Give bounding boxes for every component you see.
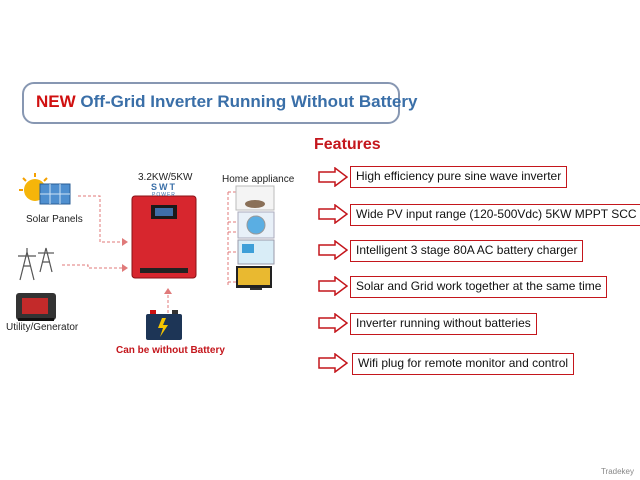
- features-heading: Features: [314, 136, 381, 153]
- generator-icon: [16, 293, 56, 321]
- brand-name: SWT: [151, 182, 177, 192]
- battery-note: Can be without Battery: [116, 345, 225, 356]
- battery-icon: [146, 310, 182, 340]
- utility-generator-label: Utility/Generator: [6, 322, 79, 333]
- feature-item: Inverter running without batteries: [350, 313, 537, 335]
- feature-item: Wifi plug for remote monitor and control: [352, 353, 575, 375]
- feature-item: Intelligent 3 stage 80A AC battery charg…: [350, 240, 584, 262]
- model-label: 3.2KW/5KW: [138, 172, 193, 183]
- arrow-icon: [318, 353, 348, 373]
- solar-panels-label: Solar Panels: [26, 214, 83, 225]
- title-banner: [22, 82, 400, 124]
- power-tower-icon: [18, 247, 54, 281]
- watermark: Tradekey: [600, 467, 634, 476]
- home-appliance-label: Home appliance: [222, 174, 295, 185]
- page-title: NEW Off-Grid Inverter Running Without Ba…: [36, 92, 417, 112]
- solar-panel-icon: [19, 173, 71, 205]
- feature-item: Solar and Grid work together at the same…: [350, 276, 608, 298]
- feature-item: High efficiency pure sine wave inverter: [350, 166, 568, 188]
- arrow-icon: [318, 313, 348, 333]
- flow-arrowheads: [122, 238, 172, 294]
- title-rest: Off-Grid Inverter Running Without Batter…: [80, 92, 418, 111]
- arrow-icon: [318, 240, 348, 260]
- arrow-icon: [318, 276, 348, 296]
- title-new-word: NEW: [36, 92, 76, 111]
- arrow-icon: [318, 204, 348, 224]
- brand-sub: POWER: [152, 192, 176, 198]
- appliance-icons: [235, 185, 275, 290]
- arrow-icon: [318, 167, 348, 187]
- inverter-icon: [131, 195, 197, 279]
- feature-item: Wide PV input range (120-500Vdc) 5KW MPP…: [350, 204, 640, 226]
